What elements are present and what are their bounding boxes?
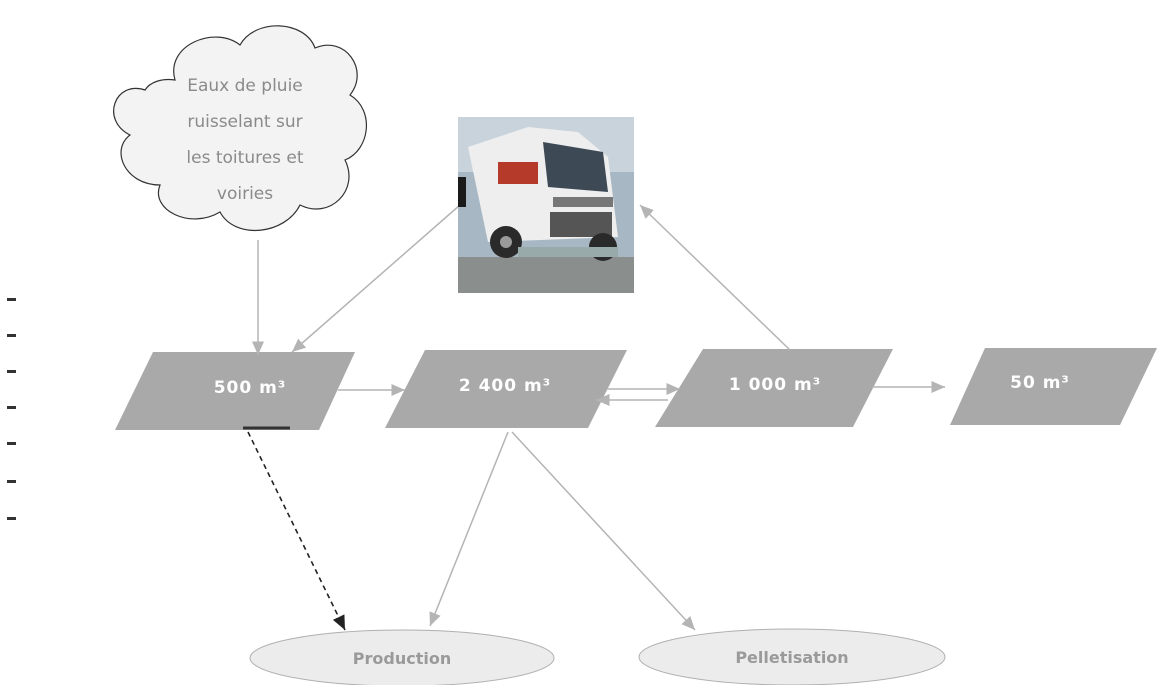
- cloud-line: les toitures et: [186, 148, 304, 168]
- truck-photo-icon: [458, 117, 634, 293]
- bullet-dash: [7, 442, 16, 445]
- tank-500: [115, 352, 355, 430]
- cloud-text: Eaux de pluie ruisselant sur les toiture…: [150, 68, 340, 212]
- cloud-line: Eaux de pluie: [187, 76, 303, 96]
- tank-1000: [655, 349, 893, 427]
- cloud-line: ruisselant sur: [187, 112, 303, 132]
- bullet-dash: [7, 334, 16, 337]
- tank-50: [950, 348, 1157, 425]
- bullet-dash: [7, 298, 16, 301]
- arrow-2400-to-pelletisation: [511, 431, 696, 631]
- bullet-dash: [7, 370, 16, 373]
- bullet-dash: [7, 480, 16, 483]
- tank-2400: [385, 350, 627, 428]
- cloud-line: voiries: [216, 184, 274, 204]
- arrow-2400-to-production: [429, 431, 509, 627]
- tank-50-label: 50 m³: [1010, 373, 1070, 393]
- production-label: Production: [352, 649, 452, 668]
- production-ellipse: [249, 629, 555, 685]
- dashed-arrow-500-to-production: [247, 431, 346, 631]
- pelletisation-label: Pelletisation: [735, 648, 849, 667]
- pelletisation-ellipse: [638, 628, 946, 685]
- tank-2400-label: 2 400 m³: [458, 376, 552, 396]
- bullet-dash: [7, 406, 16, 409]
- rainwater-cloud: [113, 25, 367, 232]
- arrow-truck-to-500: [291, 204, 461, 353]
- bullet-dash: [7, 517, 16, 520]
- arrow-1000-to-truck: [639, 204, 791, 351]
- tank-500-label: 500 m³: [213, 378, 287, 398]
- tank-1000-label: 1 000 m³: [728, 375, 822, 395]
